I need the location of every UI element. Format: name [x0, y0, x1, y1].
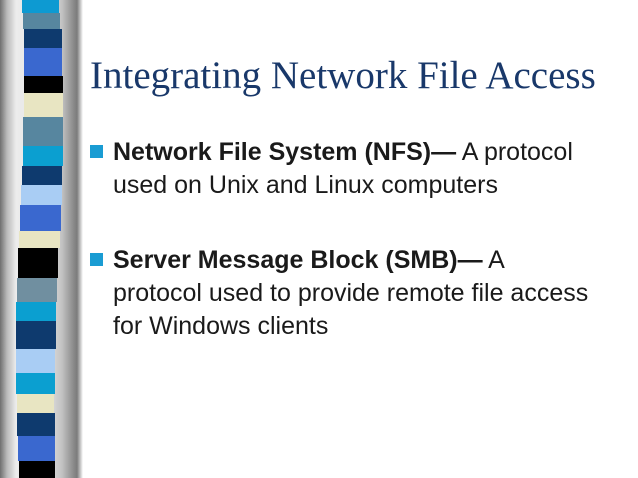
sidebar-color-segment — [18, 436, 55, 461]
sidebar-color-segment — [19, 205, 61, 231]
sidebar-color-segment — [23, 93, 64, 117]
bullet-definition: A protocol used to provide remote file a… — [113, 246, 589, 340]
sidebar-color-segment — [23, 48, 63, 76]
bullet-square-icon — [90, 145, 103, 158]
sidebar-color-segment — [18, 231, 60, 248]
sidebar-color-segment — [16, 321, 56, 349]
bullet-square-icon — [90, 253, 103, 266]
decorative-sidebar — [0, 0, 84, 478]
sidebar-color-segment — [17, 248, 59, 278]
bullet-term: Server Message Block (SMB)— — [113, 246, 483, 274]
sidebar-color-strip — [0, 0, 84, 478]
sidebar-color-segment — [23, 13, 61, 29]
sidebar-color-segment — [16, 373, 55, 394]
bullet-definition: A protocol used on Unix and Linux comput… — [113, 138, 573, 199]
bullet-item: Server Message Block (SMB)— A protocol u… — [90, 244, 595, 343]
sidebar-color-segment — [16, 394, 55, 413]
sidebar-color-segment — [23, 117, 64, 146]
sidebar-color-segment — [16, 349, 55, 373]
slide-content: Integrating Network File Access Network … — [90, 0, 630, 478]
sidebar-color-segment — [17, 278, 58, 302]
sidebar-color-segment — [22, 146, 64, 166]
sidebar-color-segment — [21, 166, 63, 185]
sidebar-color-segment — [20, 185, 62, 205]
sidebar-color-segment — [23, 29, 62, 48]
bullet-term: Network File System (NFS)— — [113, 138, 457, 166]
sidebar-color-segment — [19, 461, 56, 478]
bullet-list: Network File System (NFS)— A protocol us… — [90, 136, 595, 385]
sidebar-color-segment — [17, 413, 55, 436]
bullet-item: Network File System (NFS)— A protocol us… — [90, 136, 595, 202]
sidebar-color-segment — [16, 302, 57, 321]
sidebar-color-segment — [22, 0, 60, 13]
sidebar-color-segment — [24, 76, 64, 93]
slide-title: Integrating Network File Access — [90, 54, 596, 97]
